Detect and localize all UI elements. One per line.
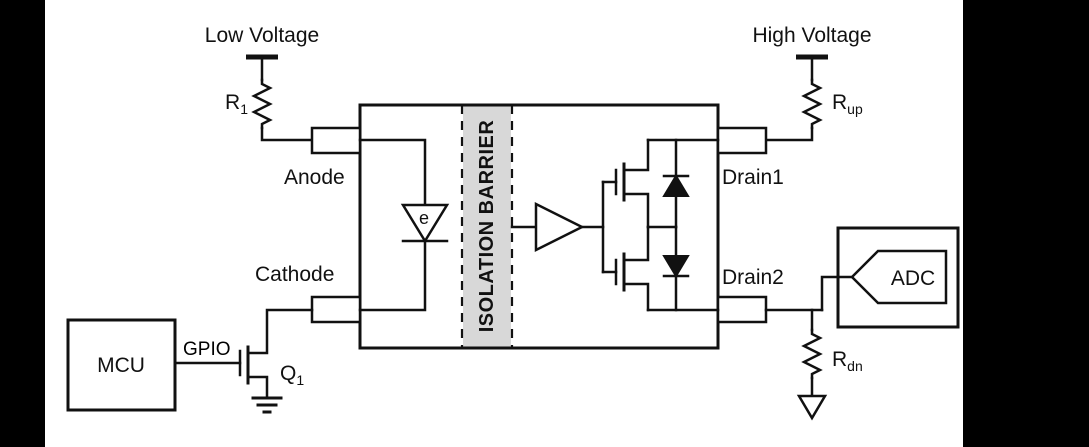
wire [622, 192, 650, 229]
resistor-rdn [801, 328, 823, 380]
mosfet-q1: Q1 [238, 308, 314, 414]
wire [246, 375, 269, 400]
right-black-bar [963, 0, 1089, 447]
led-emitter: e [358, 138, 450, 312]
sense-network: Rdn ADC [764, 226, 960, 421]
body-diode-lower [662, 225, 690, 312]
mosfet-upper [614, 138, 650, 229]
high-voltage-label: High Voltage [752, 24, 871, 47]
gpio-label: GPIO [183, 339, 231, 360]
adc-input-pentagon [850, 249, 948, 305]
ground-triangle-icon [796, 394, 828, 421]
wire [260, 126, 314, 142]
r1-label: R1 [225, 91, 248, 117]
mosfet-lower [614, 225, 650, 312]
mcu-block: MCU GPIO [66, 318, 242, 412]
drain2-label: Drain2 [722, 266, 784, 289]
led-triangle-icon [400, 203, 450, 244]
diode-triangle-icon [662, 255, 690, 278]
wire [358, 239, 427, 312]
wire [622, 282, 650, 312]
rup-label: Rup [832, 91, 863, 117]
drain1-pin [716, 126, 768, 155]
anode-pin [310, 126, 362, 155]
q1-label: Q1 [280, 362, 304, 388]
mcu-box [66, 318, 177, 412]
resistor-r1 [251, 78, 273, 130]
wire [358, 138, 427, 207]
cathode-label: Cathode [255, 263, 334, 286]
isolation-barrier-label: ISOLATION BARRIER [476, 120, 498, 333]
left-black-bar [0, 0, 45, 447]
resistor-rup [801, 78, 823, 130]
buffer-triangle-icon [534, 201, 585, 253]
wire [764, 126, 814, 142]
emitter-label: e [419, 208, 429, 228]
drain2-pin [716, 295, 768, 324]
wire [246, 308, 314, 355]
mcu-label: MCU [97, 354, 145, 377]
low-voltage-label: Low Voltage [205, 24, 319, 47]
wire [622, 138, 650, 172]
buffer-amplifier [510, 201, 605, 253]
anode-label: Anode [284, 166, 345, 189]
high-voltage-supply: High Voltage Rup [752, 24, 872, 142]
body-diode-upper [662, 138, 690, 229]
wire [622, 225, 650, 262]
drain1-label: Drain1 [722, 166, 784, 189]
rdn-label: Rdn [832, 348, 863, 374]
isolation-barrier-band [463, 106, 511, 347]
cathode-pin [310, 295, 362, 324]
adc-label: ADC [891, 267, 935, 290]
wire [820, 275, 854, 312]
low-voltage-supply: Low Voltage R1 [205, 24, 319, 142]
isolator-ic: ISOLATION BARRIER Anode Cathode Drain1 D… [255, 103, 784, 350]
earth-ground-icon [251, 396, 283, 414]
